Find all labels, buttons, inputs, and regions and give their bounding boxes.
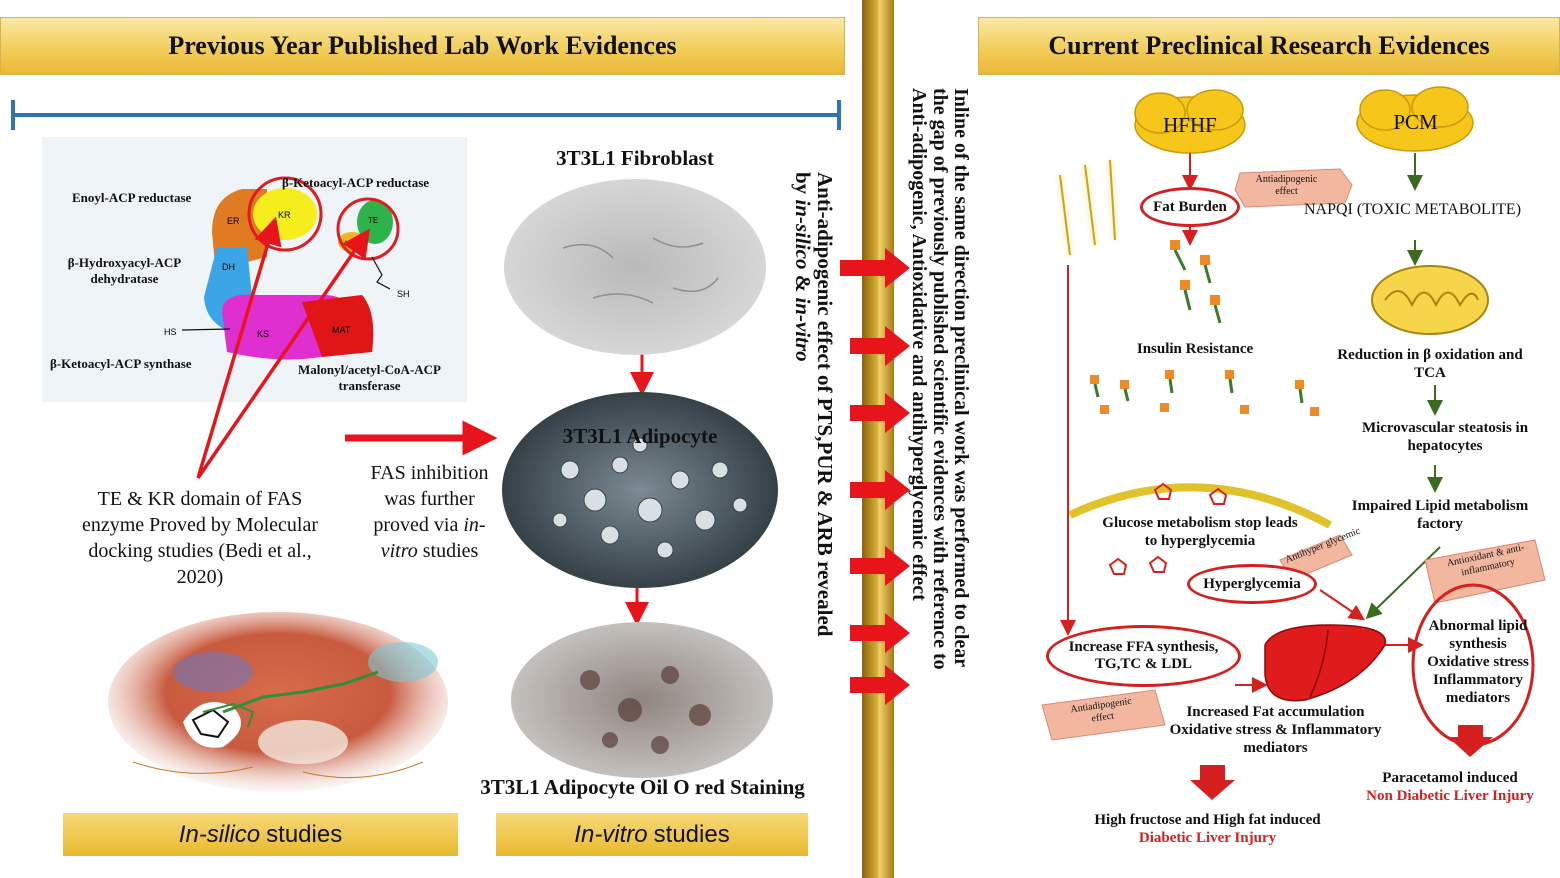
fas-inhibition-italic: in-vitro	[380, 514, 486, 562]
fat-accumulation-label: Increased Fat accumulation Oxidative str…	[1169, 704, 1382, 756]
fibroblast-label: 3T3L1 Fibroblast	[556, 146, 714, 170]
kr-domain-label: KR	[278, 210, 291, 220]
fas-enzyme-panel	[42, 137, 467, 402]
in-vitro-italic: In-vitro	[574, 820, 648, 848]
liver-icon	[1264, 624, 1387, 702]
ks-domain-label: KS	[257, 329, 269, 339]
label-hydroxyacyl-dehydratase: β-Hydroxyacyl-ACP dehydratase	[67, 255, 182, 287]
in-vitro-rest: studies	[653, 820, 730, 848]
hs-label: HS	[164, 327, 177, 337]
in-silico-rest: studies	[266, 820, 343, 848]
vertical-right-line1: Inline of the same direction preclinical…	[950, 88, 972, 668]
blue-bracket-line	[11, 100, 841, 130]
vertical-right-line3: Anti-adipogenic, Antioxidative and antih…	[908, 88, 930, 601]
oil-red-staining-image	[511, 622, 773, 778]
hfhf-outcome-prefix: High fructose and High fat induced	[1094, 812, 1321, 828]
ffa-ellipse: Increase FFA synthesis, TG,TC & LDL	[1046, 625, 1241, 687]
vertical-left-line2: by in-silico & in-vitro	[791, 172, 816, 772]
vertical-right-line2: the gap of previously published scientif…	[929, 88, 951, 670]
left-banner: Previous Year Published Lab Work Evidenc…	[0, 17, 845, 75]
vertical-left-amp: &	[791, 269, 816, 298]
vertical-left-invitro: in-vitro	[791, 297, 816, 362]
pcm-cloud	[1356, 86, 1474, 152]
center-divider	[862, 0, 894, 878]
dh-domain-label: DH	[222, 262, 235, 272]
divider-arrows	[840, 248, 910, 705]
adipocyte-image	[502, 392, 778, 588]
mat-domain-label: MAT	[332, 325, 351, 335]
napqi-label: NAPQI (TOXIC METABOLITE)	[1303, 201, 1522, 218]
label-transferase: Malonyl/acetyl-CoA-ACP transferase	[298, 362, 441, 394]
sh-label: SH	[397, 289, 410, 299]
hfhf-outcome: High fructose and High fat induced Diabe…	[1090, 811, 1325, 847]
docking-caption: TE & KR domain of FAS enzyme Proved by M…	[81, 488, 319, 588]
docking-arrows	[196, 216, 654, 626]
insulin-resistance-label: Insulin Resistance	[1136, 341, 1254, 357]
pcm-label: PCM	[1393, 110, 1438, 134]
hyperglycemia-ellipse: Hyperglycemia	[1187, 564, 1317, 604]
glucose-stop-label: Glucose metabolism stop leads to hypergl…	[1102, 515, 1298, 549]
label-enoyl-acp-reductase: Enoyl-ACP reductase	[72, 190, 192, 205]
paracetamol-red: Non Diabetic Liver Injury	[1366, 788, 1534, 804]
er-domain-label: ER	[227, 216, 240, 226]
label-ketoacyl-acp-reductase: β-Ketoacyl-ACP reductase	[282, 175, 430, 190]
paracetamol-prefix: Paracetamol induced	[1382, 770, 1518, 786]
paracetamol-outcome: Paracetamol induced Non Diabetic Liver I…	[1365, 769, 1535, 805]
vertical-left-line1: Anti-adipogenic effect of PTS,PUR & ARB …	[813, 172, 838, 637]
adipocyte-label: 3T3L1 Adipocyte	[562, 424, 718, 448]
fibroblast-image	[504, 179, 766, 355]
fat-burden-ellipse: Fat Burden	[1140, 187, 1240, 227]
right-banner: Current Preclinical Research Evidences	[978, 17, 1560, 75]
right-pathway-diagram	[1041, 86, 1546, 800]
in-silico-italic: In-silico	[178, 820, 261, 848]
fas-inhibition-caption: FAS inhibition was further proved via in…	[362, 460, 497, 564]
lipid-factory-label: Impaired Lipid metabolism factory	[1351, 498, 1529, 532]
mitochondria-icon	[1371, 265, 1489, 335]
antiadipogenic-label-1: Antiadipogenic effect	[1255, 174, 1318, 197]
te-domain-label: TE	[368, 216, 378, 225]
abnormal-lipid-label: Abnormal lipid synthesis Oxidative stres…	[1427, 618, 1529, 706]
fas-inhibition-prefix: FAS inhibition was further proved via	[370, 462, 489, 536]
vertical-right-caption: Inline of the same direction preclinical…	[908, 88, 972, 808]
fas-inhibition-suffix: studies	[417, 540, 479, 562]
antiadipogenic-tag-1	[1234, 168, 1353, 208]
antiadipogenic-tag-2	[1041, 689, 1166, 741]
beta-oxidation-label: Reduction in β oxidation and TCA	[1337, 347, 1523, 381]
vertical-left-caption: Anti-adipogenic effect of PTS,PUR & ARB …	[791, 172, 838, 772]
steatosis-label: Microvascular steatosis in hepatocytes	[1361, 420, 1529, 454]
hfhf-outcome-red: Diabetic Liver Injury	[1138, 830, 1277, 846]
vertical-left-insilico: in-silico	[791, 199, 816, 270]
staining-label: 3T3L1 Adipocyte Oil O red Staining	[480, 775, 805, 799]
hfhf-cloud	[1134, 89, 1246, 154]
molecular-docking-image	[108, 612, 448, 792]
label-ketoacyl-synthase: β-Ketoacyl-ACP synthase	[50, 356, 192, 371]
hfhf-label: HFHF	[1163, 113, 1217, 137]
vertical-left-by: by	[791, 172, 816, 200]
